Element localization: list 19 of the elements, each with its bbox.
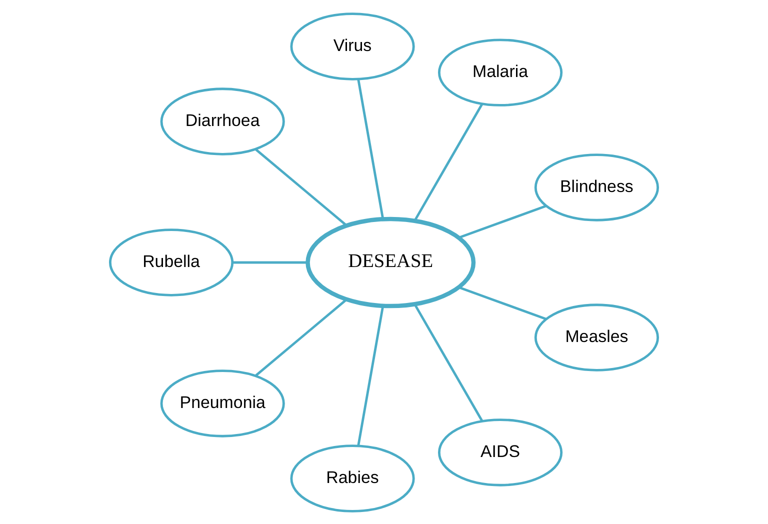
node-ellipse: Diarrhoea (160, 87, 285, 155)
node-ellipse: AIDS (438, 418, 563, 486)
connector (255, 148, 348, 226)
node-ellipse: Rabies (290, 444, 415, 512)
connector (414, 303, 484, 421)
node-ellipse: DESEASE (306, 216, 476, 308)
node-ellipse: Measles (534, 303, 660, 371)
node-ellipse: Malaria (438, 38, 563, 106)
node-ellipse: Pneumonia (160, 369, 285, 437)
connector (414, 103, 484, 221)
connector (357, 78, 384, 218)
connector (255, 298, 348, 376)
connector (357, 306, 384, 446)
connector (458, 204, 546, 238)
node-ellipse: Virus (290, 12, 415, 80)
connector (232, 260, 308, 264)
node-ellipse: Blindness (534, 153, 660, 221)
node-ellipse: Rubella (108, 228, 234, 296)
connector (458, 286, 546, 320)
